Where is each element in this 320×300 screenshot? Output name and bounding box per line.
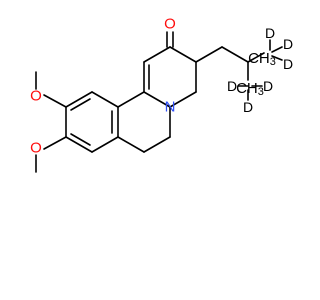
bond-chain-2: [221, 46, 249, 63]
cd3-upper-carbon-label: CH3: [248, 50, 276, 69]
bond-chain-1: [195, 46, 223, 63]
bond-benzene-1: [91, 136, 119, 153]
deuterium-label-5: D: [263, 78, 273, 94]
bond-chain-3: [247, 52, 265, 63]
cd3-lower-ch: CH: [236, 80, 258, 97]
bond-cd-3: [271, 55, 283, 61]
bond-mid-5: [117, 91, 145, 108]
methoxy-oxygen-upper-label: O: [30, 88, 42, 105]
bond-mid-1: [117, 136, 145, 153]
cd3-lower-subscript: 3: [258, 86, 264, 98]
deuterium-label-4: D: [227, 78, 237, 94]
bond-mid-2: [143, 136, 171, 153]
bond-right-2: [143, 46, 171, 63]
bond-benzene-4: [65, 91, 93, 108]
bond-cd-2: [271, 46, 283, 53]
methoxy-groups: [35, 71, 67, 173]
middle-ring: [117, 91, 171, 153]
cd3-lower-carbon-label: CH3: [236, 80, 264, 99]
structure-diagram: O N O O CH3 D D D CH3 D D D: [30, 16, 293, 173]
right-ring: [143, 31, 197, 108]
bond-benzene-3: [91, 91, 119, 108]
deuterium-label-1: D: [265, 25, 275, 41]
nitrogen-label: N: [165, 99, 176, 116]
isobutyl-chain: [195, 39, 283, 101]
atom-labels: O N O O CH3 D D D CH3 D D D: [30, 16, 293, 157]
bond-mid-4: [143, 91, 171, 108]
bond-right-5: [169, 91, 197, 108]
cd3-upper-ch: CH: [248, 50, 270, 67]
bond-benzene-6: [65, 136, 93, 153]
deuterium-label-2: D: [283, 36, 293, 52]
bond-benzene-inner-2: [70, 98, 91, 111]
bond-ome-upper-1: [43, 94, 67, 108]
molecule-canvas: O N O O CH3 D D D CH3 D D D: [30, 15, 294, 173]
methoxy-oxygen-lower-label: O: [30, 140, 42, 157]
benzene-ring: [65, 91, 119, 153]
bond-ome-lower-1: [43, 136, 67, 150]
ketone-oxygen-label: O: [164, 16, 176, 33]
deuterium-label-3: D: [283, 56, 293, 72]
cd3-upper-subscript: 3: [270, 56, 276, 68]
bond-benzene-inner-3: [70, 133, 91, 146]
deuterium-label-6: D: [243, 99, 253, 115]
bond-right-3: [169, 46, 197, 63]
